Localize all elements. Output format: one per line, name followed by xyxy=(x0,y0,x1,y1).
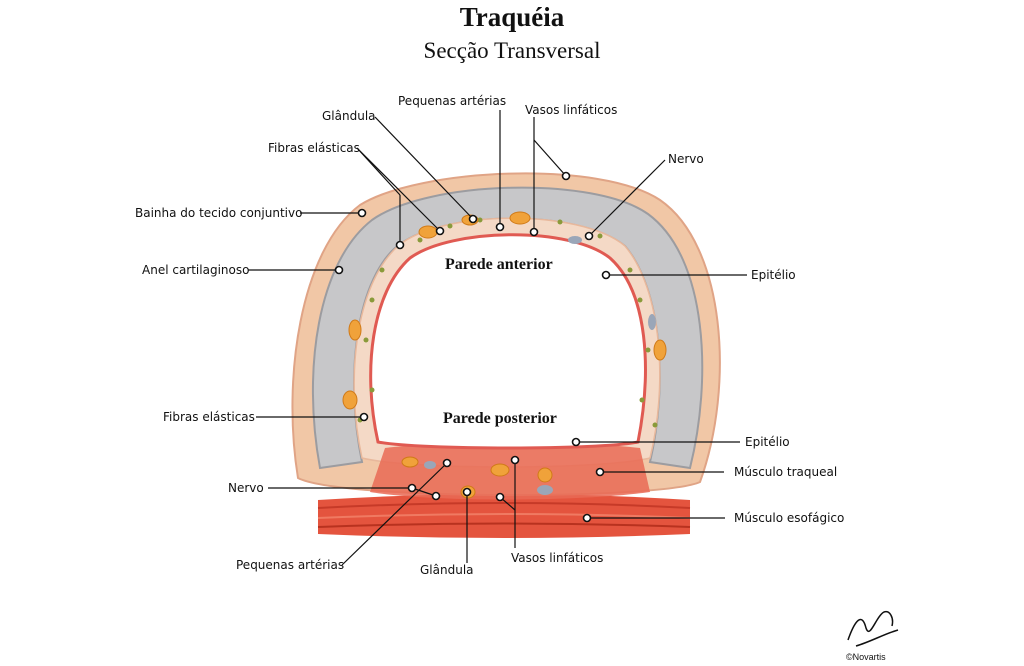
lumen xyxy=(369,233,647,450)
label-bainha: Bainha do tecido conjuntivo xyxy=(135,206,303,220)
label-nervo-bottom: Nervo xyxy=(228,481,264,495)
region-anterior-wall: Parede anterior xyxy=(445,256,553,273)
lymphatic-vessels xyxy=(424,236,656,495)
label-musculo-esofagico: Músculo esofágico xyxy=(734,511,845,525)
label-musculo-traqueal: Músculo traqueal xyxy=(734,465,838,479)
label-glandula-top: Glândula xyxy=(322,109,376,123)
label-markers xyxy=(334,171,611,523)
label-anel-cartilaginoso: Anel cartilaginoso xyxy=(142,263,250,277)
diagram-title: Traquéia xyxy=(459,2,565,32)
esophageal-muscle xyxy=(317,494,691,538)
region-posterior-wall: Parede posterior xyxy=(443,410,557,427)
trachealis-muscle xyxy=(370,442,650,500)
artist-signature-mark xyxy=(847,610,899,647)
label-pequenas-arterias-top: Pequenas artérias xyxy=(398,94,507,108)
label-vasos-linfaticos-bottom: Vasos linfáticos xyxy=(511,551,604,565)
label-fibras-elasticas-left: Fibras elásticas xyxy=(163,410,255,424)
label-epitelio-top: Epitélio xyxy=(751,268,796,282)
label-pequenas-arterias-bottom: Pequenas artérias xyxy=(236,558,345,572)
copyright-novartis: ©Novartis xyxy=(846,652,886,662)
label-fibras-elasticas-top: Fibras elásticas xyxy=(268,141,360,155)
diagram-subtitle: Secção Transversal xyxy=(423,38,601,63)
label-vasos-linfaticos-top: Vasos linfáticos xyxy=(525,103,618,117)
glands xyxy=(342,211,667,499)
label-glandula-bottom: Glândula xyxy=(420,563,474,577)
label-epitelio-bottom: Epitélio xyxy=(745,435,790,449)
leader-lines xyxy=(248,110,747,566)
submucosa-dots xyxy=(357,217,658,428)
label-nervo-top: Nervo xyxy=(668,152,704,166)
